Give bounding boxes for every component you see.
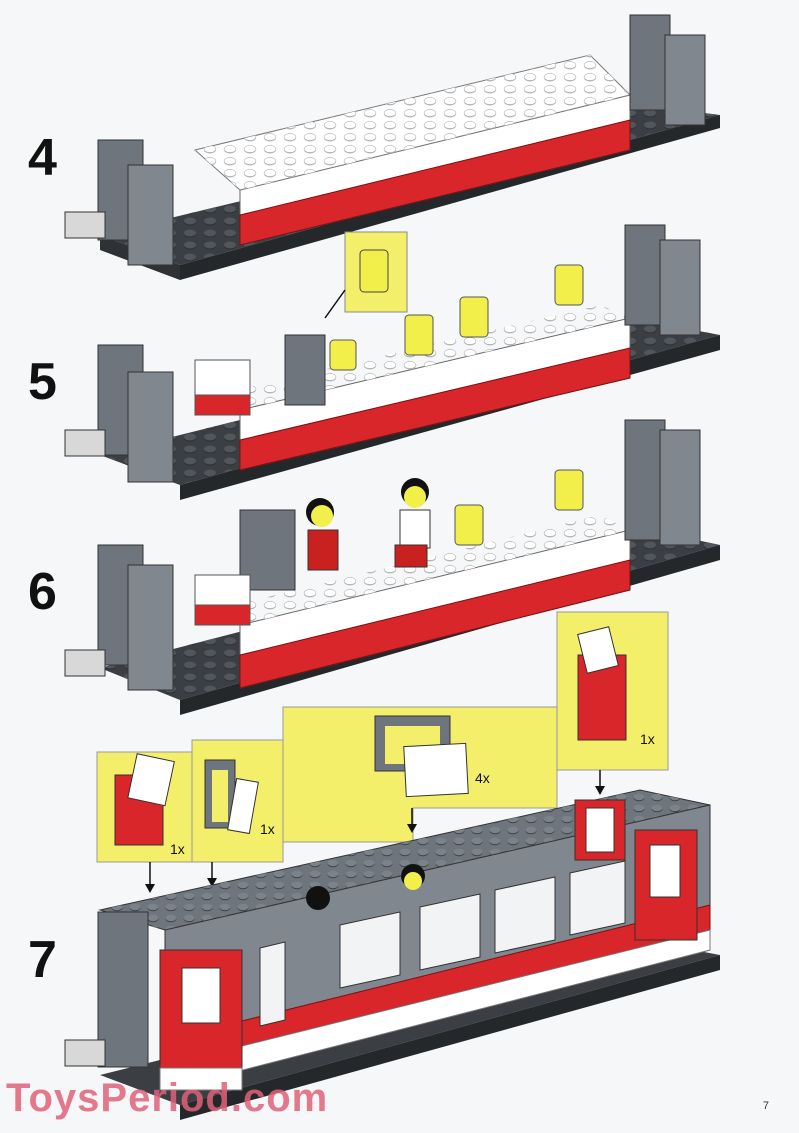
qty-door-frame: 1x: [260, 821, 275, 837]
yellow-seats: [329, 264, 584, 371]
callout-window: 4x: [374, 715, 490, 798]
step-6-model: [64, 419, 720, 715]
step-number-4: 4: [28, 129, 57, 187]
step-7-callouts: 1x 1x 4x 1x: [96, 611, 669, 893]
watermark: ToysPeriod.com: [6, 1076, 329, 1120]
qty-door-left: 1x: [170, 841, 185, 857]
page-number: 7: [762, 1100, 769, 1112]
qty-door-right: 1x: [640, 731, 655, 747]
step-4-model: [64, 14, 720, 280]
step-number-5: 5: [28, 353, 57, 411]
qty-window: 4x: [475, 770, 490, 786]
minifig-left: [306, 498, 339, 571]
callout-door-right: 1x: [577, 626, 655, 747]
step-7-windows: [259, 860, 626, 1027]
step-number-6: 6: [28, 563, 57, 621]
step-7-model: [64, 789, 720, 1120]
minifig-right: [394, 478, 431, 568]
step-5-model: [64, 224, 720, 500]
callout-door-frame: 1x: [204, 759, 275, 837]
callout-door-left: 1x: [114, 753, 185, 857]
step-number-7: 7: [28, 931, 57, 989]
